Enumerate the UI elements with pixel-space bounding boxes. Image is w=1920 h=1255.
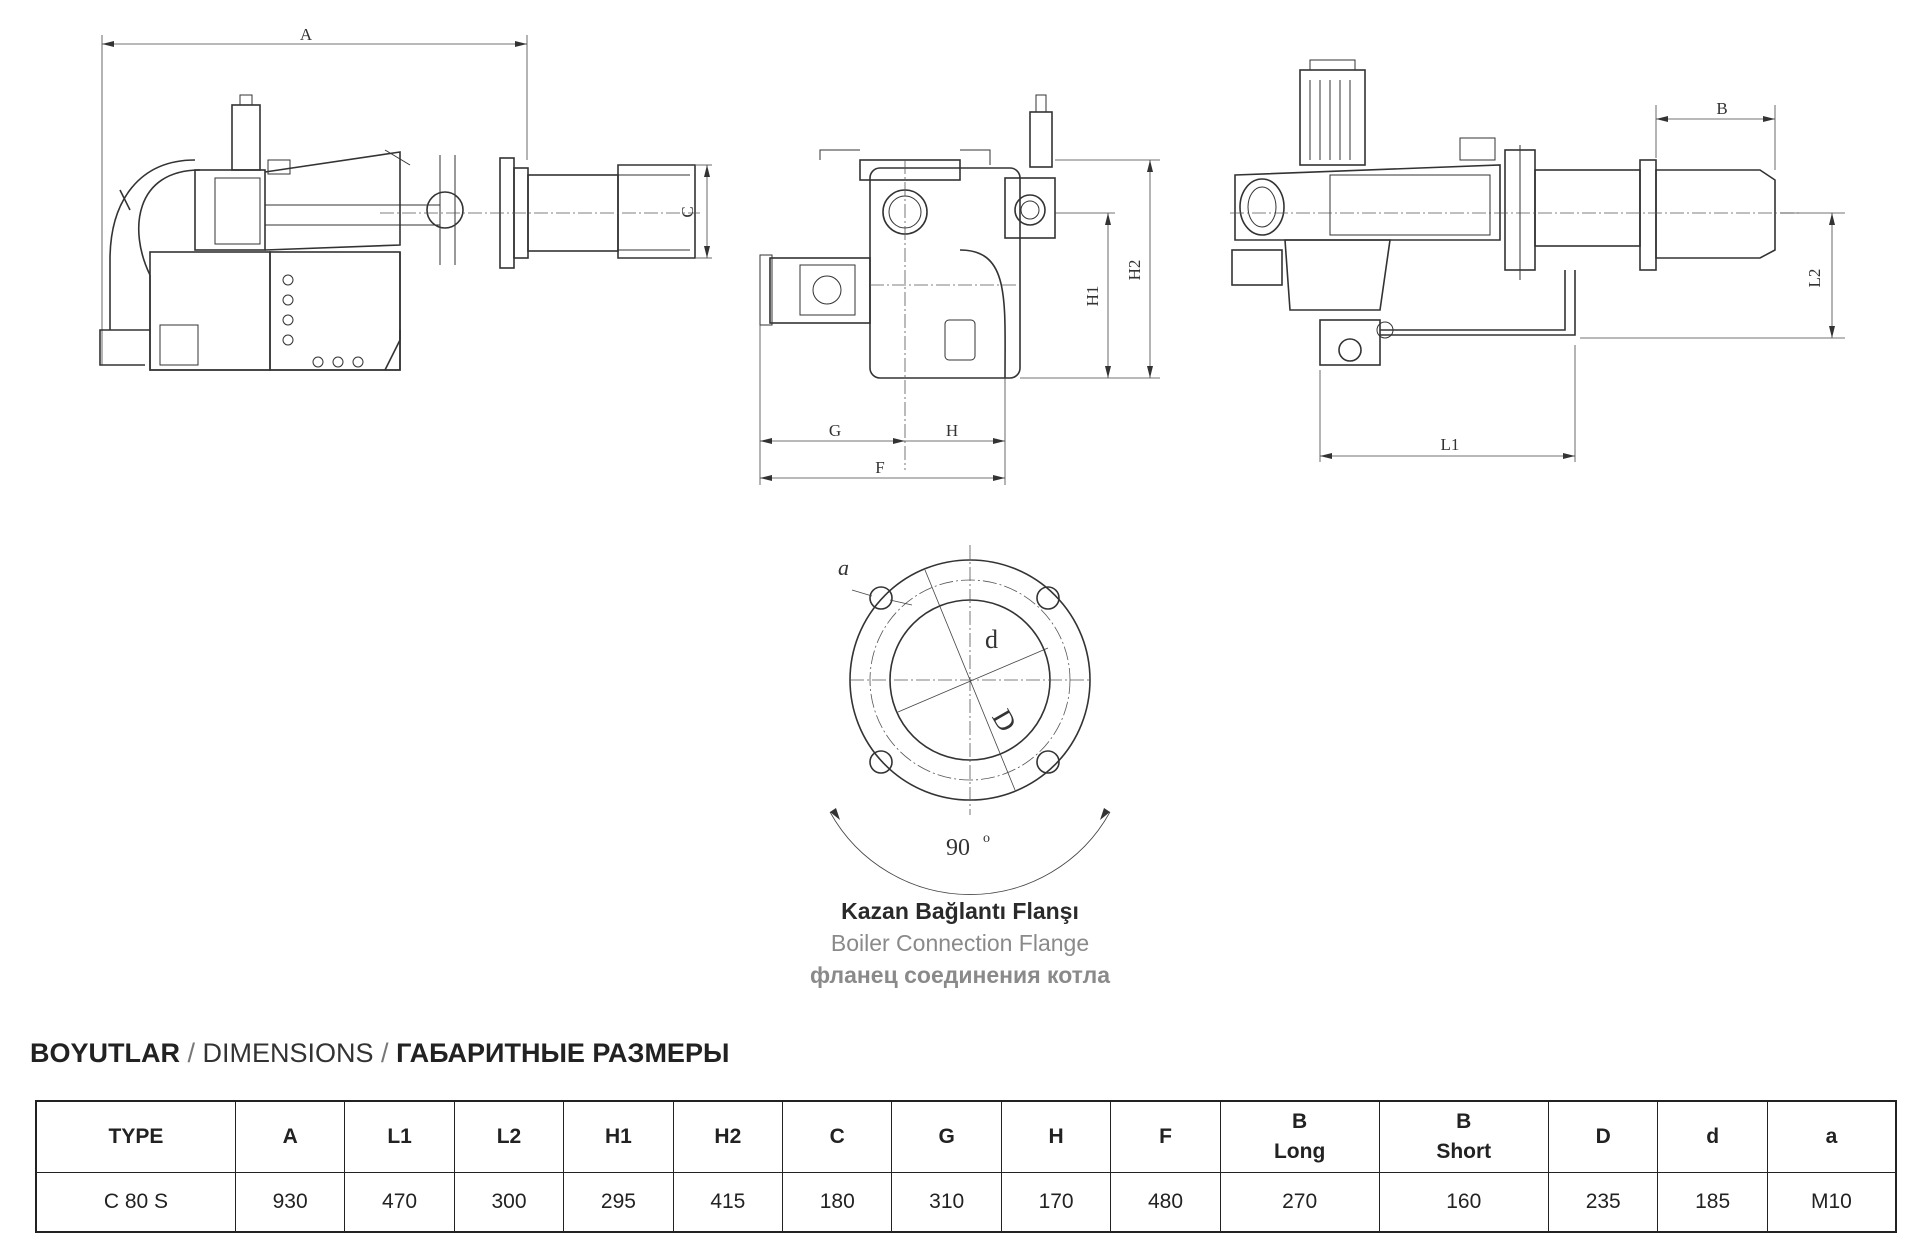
dim-label-c: C [678,206,697,217]
header-cell: D [1547,1100,1659,1173]
caption-english: Boiler Connection Flange [830,930,1090,956]
header-cell: F [1110,1100,1221,1173]
dim-label-d-small: d [985,625,998,654]
flange-drawing: a d D 90 o [829,545,1111,895]
degree-symbol: o [983,831,990,846]
header-cell: A [234,1100,346,1173]
table-cell: 930 [234,1172,346,1233]
table-cell: 160 [1378,1172,1550,1233]
title-russian: ГАБАРИТНЫЕ РАЗМЕРЫ [396,1038,730,1068]
dim-label-a-small: a [838,555,849,580]
bolt-holes [869,586,1060,774]
dim-label-a: A [300,25,313,44]
dim-label-g: G [829,421,841,440]
header-cell: L1 [344,1100,455,1173]
table-cell: 170 [1000,1172,1112,1233]
title-turkish: BOYUTLAR [30,1038,180,1068]
title-separator-2: / [373,1038,397,1068]
title-separator-1: / [180,1038,203,1068]
burner-front-view: H1 H2 G H F [759,94,1160,485]
header-cell: H2 [672,1100,784,1173]
table-row: C 80 S 930 470 300 295 415 180 310 170 4… [35,1172,1897,1233]
table-cell: 180 [782,1172,893,1233]
table-cell: 295 [563,1172,674,1233]
burner-top-view: B L2 L1 [1230,59,1845,462]
header-cell: L2 [453,1100,565,1173]
table-cell: 300 [453,1172,565,1233]
dim-label-l2: L2 [1805,269,1824,288]
header-cell: C [782,1100,893,1173]
dim-label-h2: H2 [1125,260,1144,281]
header-cell: a [1766,1100,1897,1173]
table-cell: C 80 S [35,1172,236,1233]
dim-label-angle: 90 [946,835,970,861]
table-cell: 270 [1219,1172,1380,1233]
dim-label-b: B [1716,99,1727,118]
burner-side-view: A [99,25,712,371]
dimensions-title: BOYUTLAR / DIMENSIONS / ГАБАРИТНЫЕ РАЗМЕ… [30,1038,729,1069]
dim-label-f: F [875,458,884,477]
caption-russian: фланец соединения котла [809,962,1111,988]
header-cell: H1 [563,1100,674,1173]
table-cell: 415 [672,1172,784,1233]
header-cell: G [891,1100,1002,1173]
dim-label-h: H [946,421,958,440]
panel-screws [282,274,364,368]
table-cell: 480 [1110,1172,1221,1233]
table-cell: 470 [344,1172,455,1233]
dim-label-d-large: D [985,704,1022,737]
header-cell: TYPE [35,1100,236,1173]
dim-label-l1: L1 [1441,435,1460,454]
title-english: DIMENSIONS [202,1038,374,1068]
technical-drawing: A [99,25,1845,895]
table-cell: M10 [1766,1172,1897,1233]
dim-label-h1: H1 [1083,286,1102,307]
flange-caption: Kazan Bağlantı Flanşı Boiler Connection … [0,895,1920,991]
table-cell: 235 [1547,1172,1659,1233]
table-cell: 310 [891,1172,1002,1233]
caption-turkish: Kazan Bağlantı Flanşı [841,898,1079,924]
header-cell: H [1000,1100,1112,1173]
header-cell: d [1657,1100,1768,1173]
table-cell: 185 [1657,1172,1768,1233]
